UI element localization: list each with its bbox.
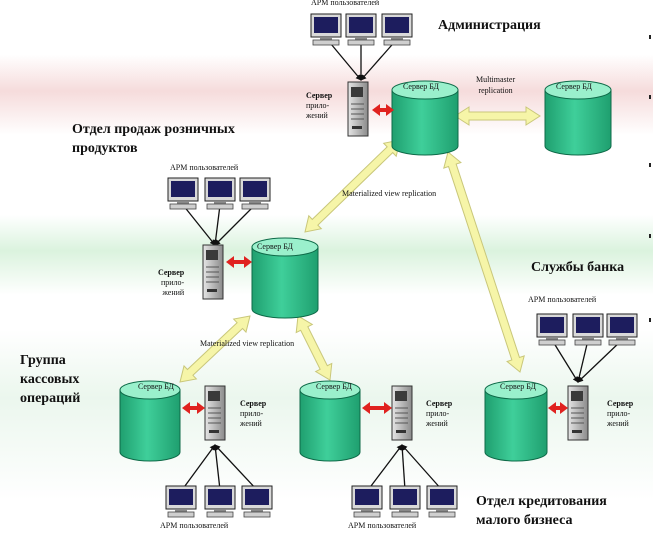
link-app-db-admin [372,104,394,116]
workstation-cash-3 [241,485,273,518]
connector-ws-bank-1 [546,334,579,383]
workstation-bank-3 [606,313,638,346]
mv-replication-arrow-retail-store [295,315,333,381]
zone-retail-band [0,215,653,295]
dept-bank: Службы банка [531,260,625,275]
db-label-credit: Сервер БД [500,382,537,391]
dept-credit: Отдел кредитования малого бизнеса [476,492,607,530]
dept-credit-line1: Отдел кредитования [476,494,607,509]
db-server-remote [544,80,612,156]
dept-cash-line2: кассовых [20,372,80,387]
mv-replication-arrow-admin-retail [304,139,401,233]
connector-ws-store-1 [362,444,403,496]
connector-ws-store-2 [399,444,409,496]
app-server-retail [202,244,224,300]
mv-replication-label-mid: Materialized view replication [200,339,295,348]
db-label-retail: Сервер БД [257,242,294,251]
dept-cash-line3: операций [20,391,81,406]
ws-label-store: АРМ пользователей [348,521,417,530]
connector-ws-bank-2 [576,334,593,383]
dept-retail-line2: продуктов [72,141,138,156]
workstation-admin-3 [381,13,413,46]
link-app-db-store [362,402,392,414]
connector-ws-cash-3 [214,444,263,496]
workstation-bank-1 [536,313,568,346]
workstation-bank-2 [572,313,604,346]
dept-cash: Группа кассовых операций [20,351,80,408]
link-app-db-cash [182,402,205,414]
ws-label-cash: АРМ пользователей [160,521,229,530]
workstation-retail-3 [239,177,271,210]
db-server-retail [251,237,319,319]
connector-ws-bank-3 [577,334,628,383]
app-server-admin [347,81,369,137]
workstation-cash-2 [204,485,236,518]
db-server-store [299,380,361,462]
connector-ws-retail-3 [214,199,261,246]
workstation-admin-2 [345,13,377,46]
workstation-retail-2 [204,177,236,210]
db-label-remote: Сервер БД [556,82,593,91]
dept-admin: Администрация [438,18,541,33]
dept-retail-line1: Отдел продаж розничных [72,122,235,137]
mv-replication-arrow-admin-credit [443,151,525,373]
link-app-db-credit [548,402,568,414]
db-label-cash: Сервер БД [138,382,175,391]
mv-replication-label-top: Materialized view replication [342,189,437,198]
mv-replication-arrow-retail-cash [179,315,251,383]
ws-label-admin: АРМ пользователей [311,0,380,7]
app-server-credit [567,385,589,441]
db-server-admin [391,80,459,156]
workstation-retail-1 [167,177,199,210]
app-server-store [391,385,413,441]
dept-credit-line2: малого бизнеса [476,513,573,528]
workstation-store-1 [351,485,383,518]
link-app-db-retail [226,256,252,268]
workstation-store-3 [426,485,458,518]
workstation-store-2 [389,485,421,518]
connector-ws-cash-1 [176,444,216,496]
connector-ws-cash-2 [212,444,224,496]
app-server-cash [204,385,226,441]
workstation-admin-1 [310,13,342,46]
dept-retail: Отдел продаж розничных продуктов [72,120,235,158]
db-label-admin: Сервер БД [403,82,440,91]
db-server-credit [484,380,548,462]
workstation-cash-1 [165,485,197,518]
ws-label-bank: АРМ пользователей [528,295,597,304]
connector-ws-retail-1 [177,199,216,246]
db-server-cash [119,380,181,462]
multimaster-replication-arrow [454,106,541,126]
ws-label-retail: АРМ пользователей [170,163,239,172]
connector-ws-store-3 [401,444,448,496]
db-label-store: Сервер БД [316,382,353,391]
connector-ws-retail-2 [212,199,224,246]
dept-cash-line1: Группа [20,353,66,368]
